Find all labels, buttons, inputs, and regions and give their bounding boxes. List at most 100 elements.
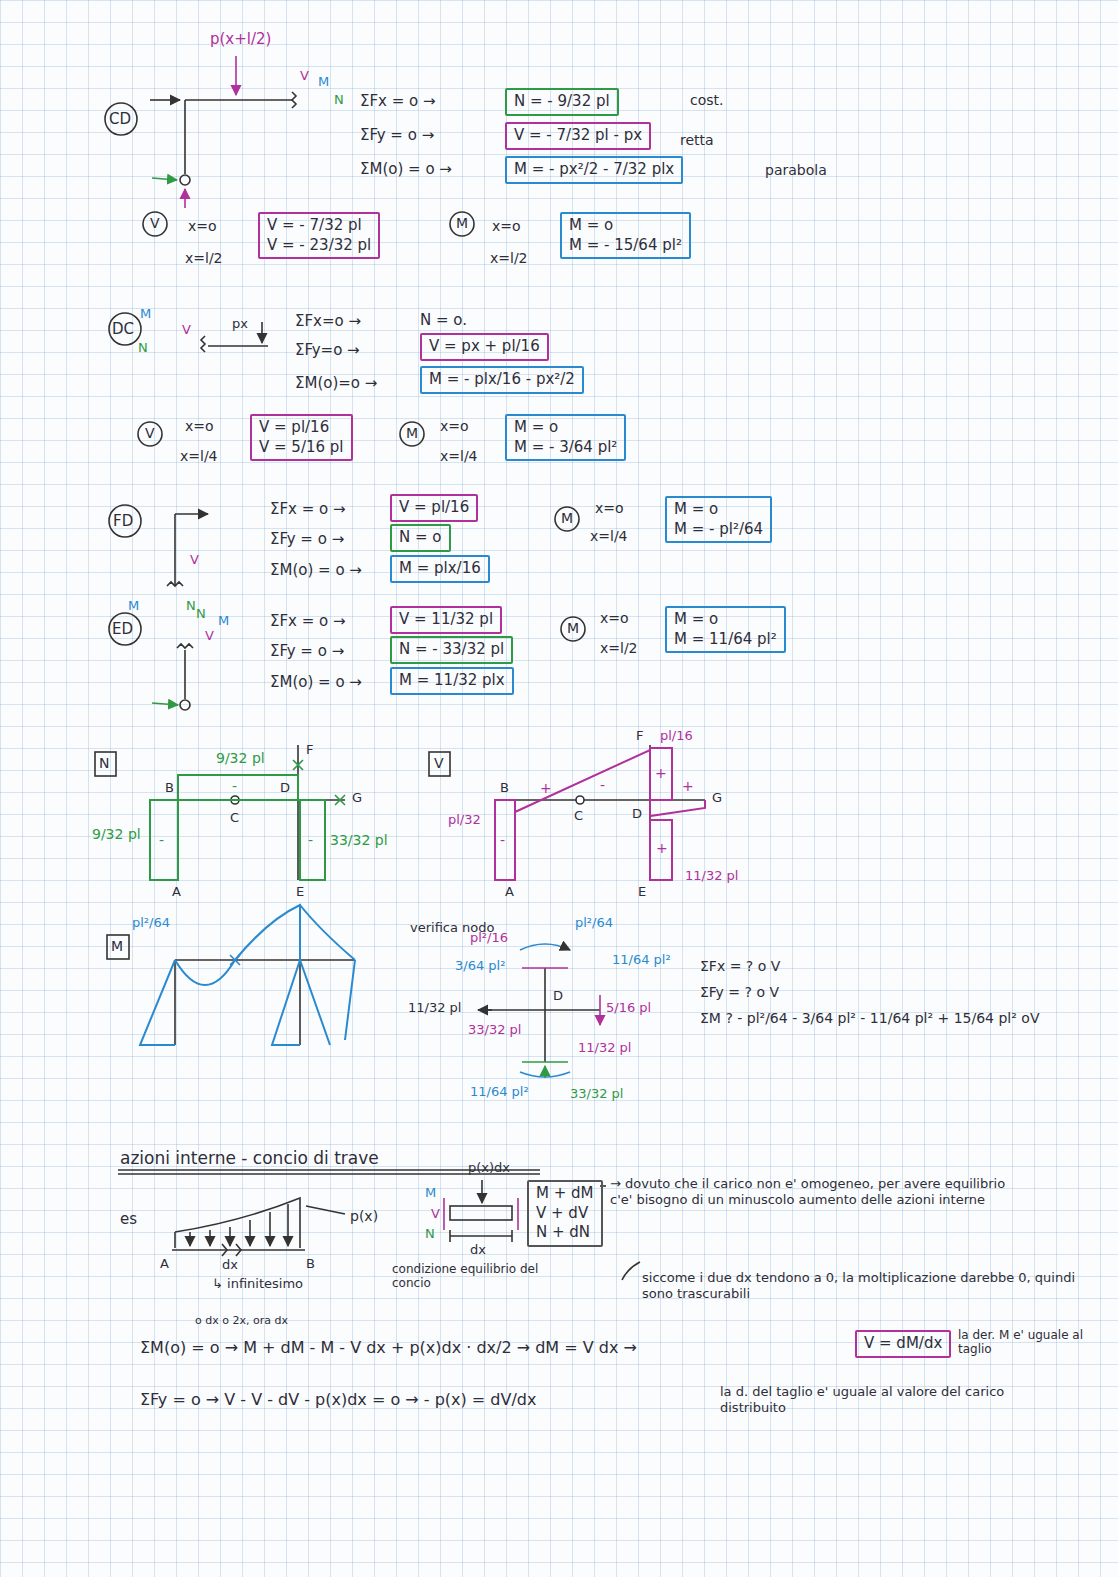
result-box: N = - 33/32 pl: [390, 636, 513, 664]
note-text: condizione equilibrio del concio: [392, 1262, 552, 1291]
note-text: G: [352, 790, 362, 806]
note-text: 11/32 pl: [408, 1000, 461, 1016]
note-text: 3/64 pl²: [455, 958, 505, 974]
note-text: 33/32 pl: [468, 1022, 521, 1038]
note-text: A: [172, 884, 181, 900]
note-text: M: [128, 598, 139, 614]
note-text: N: [186, 598, 196, 614]
note-text: ΣM(o) = o →: [270, 673, 362, 691]
note-text: ΣM(o) = o →: [360, 160, 452, 178]
note-text: M: [561, 510, 573, 527]
formula-text: M = 11/64 pl²: [674, 630, 777, 650]
note-text: x=l/4: [590, 528, 628, 545]
result-box: M = oM = 11/64 pl²: [665, 606, 786, 653]
note-text: ΣFy = o →: [270, 642, 344, 660]
note-text: x=l/4: [180, 448, 218, 465]
note-text: x=o: [492, 218, 521, 235]
note-text: 5/16 pl: [606, 1000, 651, 1016]
note-text: C: [574, 808, 583, 824]
note-text: +: [656, 840, 668, 857]
note-text: x=l/4: [440, 448, 478, 465]
formula-text: M = o: [514, 418, 617, 438]
note-text: A: [160, 1256, 169, 1272]
note-text: B: [500, 780, 509, 796]
formula-text: N = - 9/32 pl: [514, 92, 610, 112]
formula-text: V = pl/16: [259, 418, 344, 438]
note-text: ΣFx = o →: [360, 92, 436, 110]
note-text: x=o: [440, 418, 469, 435]
result-box: V = - 7/32 pl - px: [505, 122, 651, 150]
formula-text: V = - 23/32 pl: [267, 236, 371, 256]
formula-text: M = - 15/64 pl²: [569, 236, 682, 256]
note-text: FD: [113, 512, 133, 530]
note-text: M: [425, 1185, 436, 1201]
result-box: V = - 7/32 plV = - 23/32 pl: [258, 212, 380, 259]
note-text: dx: [470, 1242, 486, 1258]
note-text: M: [567, 620, 579, 637]
note-text: F: [636, 728, 643, 744]
note-text: V: [205, 628, 214, 644]
result-box: V = pl/16: [390, 494, 478, 522]
note-text: +: [682, 778, 694, 795]
result-box: N = - 9/32 pl: [505, 88, 619, 116]
note-text: V: [145, 425, 155, 442]
note-text: G: [712, 790, 722, 806]
note-text: ΣFx = o →: [270, 500, 346, 518]
note-text: N: [334, 92, 344, 108]
note-text: ΣFy = o →: [360, 126, 434, 144]
result-box: M = oM = - 3/64 pl²: [505, 414, 626, 461]
formula-text: N = - 33/32 pl: [399, 640, 504, 660]
note-text: la d. del taglio e' uguale al valore del…: [720, 1384, 1050, 1415]
note-text: E: [638, 884, 646, 900]
result-box: M = oM = - 15/64 pl²: [560, 212, 691, 259]
result-box: M = 11/32 plx: [390, 667, 514, 695]
note-text: ΣM(o) = o →: [270, 561, 362, 579]
note-text: azioni interne - concio di trave: [120, 1148, 379, 1168]
note-text: 11/32 pl: [578, 1040, 631, 1056]
note-text: N: [138, 340, 148, 356]
note-text: +: [655, 765, 667, 782]
note-text: -: [232, 778, 237, 795]
note-text: x=o: [595, 500, 624, 517]
note-text: 9/32 pl: [216, 750, 265, 767]
note-text: x=l/2: [185, 250, 223, 267]
note-text: 33/32 pl: [330, 832, 388, 849]
note-text: B: [306, 1256, 315, 1272]
note-text: V: [190, 552, 199, 568]
formula-text: V = 5/16 pl: [259, 438, 344, 458]
result-box: M = - px²/2 - 7/32 plx: [505, 156, 683, 184]
note-text: x=o: [188, 218, 217, 235]
note-text: V: [150, 215, 160, 232]
note-text: V: [182, 322, 191, 338]
formula-text: V + dV: [536, 1204, 594, 1224]
note-text: D: [553, 988, 563, 1004]
note-text: DC: [112, 320, 134, 338]
note-text: CD: [109, 110, 131, 128]
note-text: B: [165, 780, 174, 796]
note-text: ΣM(o)=o →: [295, 374, 377, 392]
note-text: x=o: [185, 418, 214, 435]
formula-text: N + dN: [536, 1223, 594, 1243]
note-text: o dx o 2x, ora dx: [195, 1314, 288, 1327]
note-text: N: [425, 1226, 435, 1242]
result-box: V = pl/16V = 5/16 pl: [250, 414, 353, 461]
result-box: V = dM/dx: [855, 1330, 951, 1358]
note-text: V: [431, 1206, 440, 1222]
note-text: D: [632, 806, 642, 822]
note-text: 11/32 pl: [685, 868, 738, 884]
formula-text: M = - 3/64 pl²: [514, 438, 617, 458]
formula-text: V = - 7/32 pl - px: [514, 126, 642, 146]
note-text: x=l/2: [490, 250, 528, 267]
note-text: dx: [222, 1257, 238, 1273]
result-box: M = - plx/16 - px²/2: [420, 366, 584, 394]
note-text: pl²/16: [470, 930, 508, 946]
note-text: pl²/64: [132, 915, 170, 931]
note-text: N = o.: [420, 311, 467, 329]
note-text: ΣFy=o →: [295, 341, 360, 359]
note-text: E: [296, 884, 304, 900]
note-text: 11/64 pl²: [612, 952, 671, 968]
formula-text: M = plx/16: [399, 559, 481, 579]
note-text: M: [140, 306, 151, 322]
note-text: A: [505, 884, 514, 900]
note-text: -: [308, 832, 313, 849]
